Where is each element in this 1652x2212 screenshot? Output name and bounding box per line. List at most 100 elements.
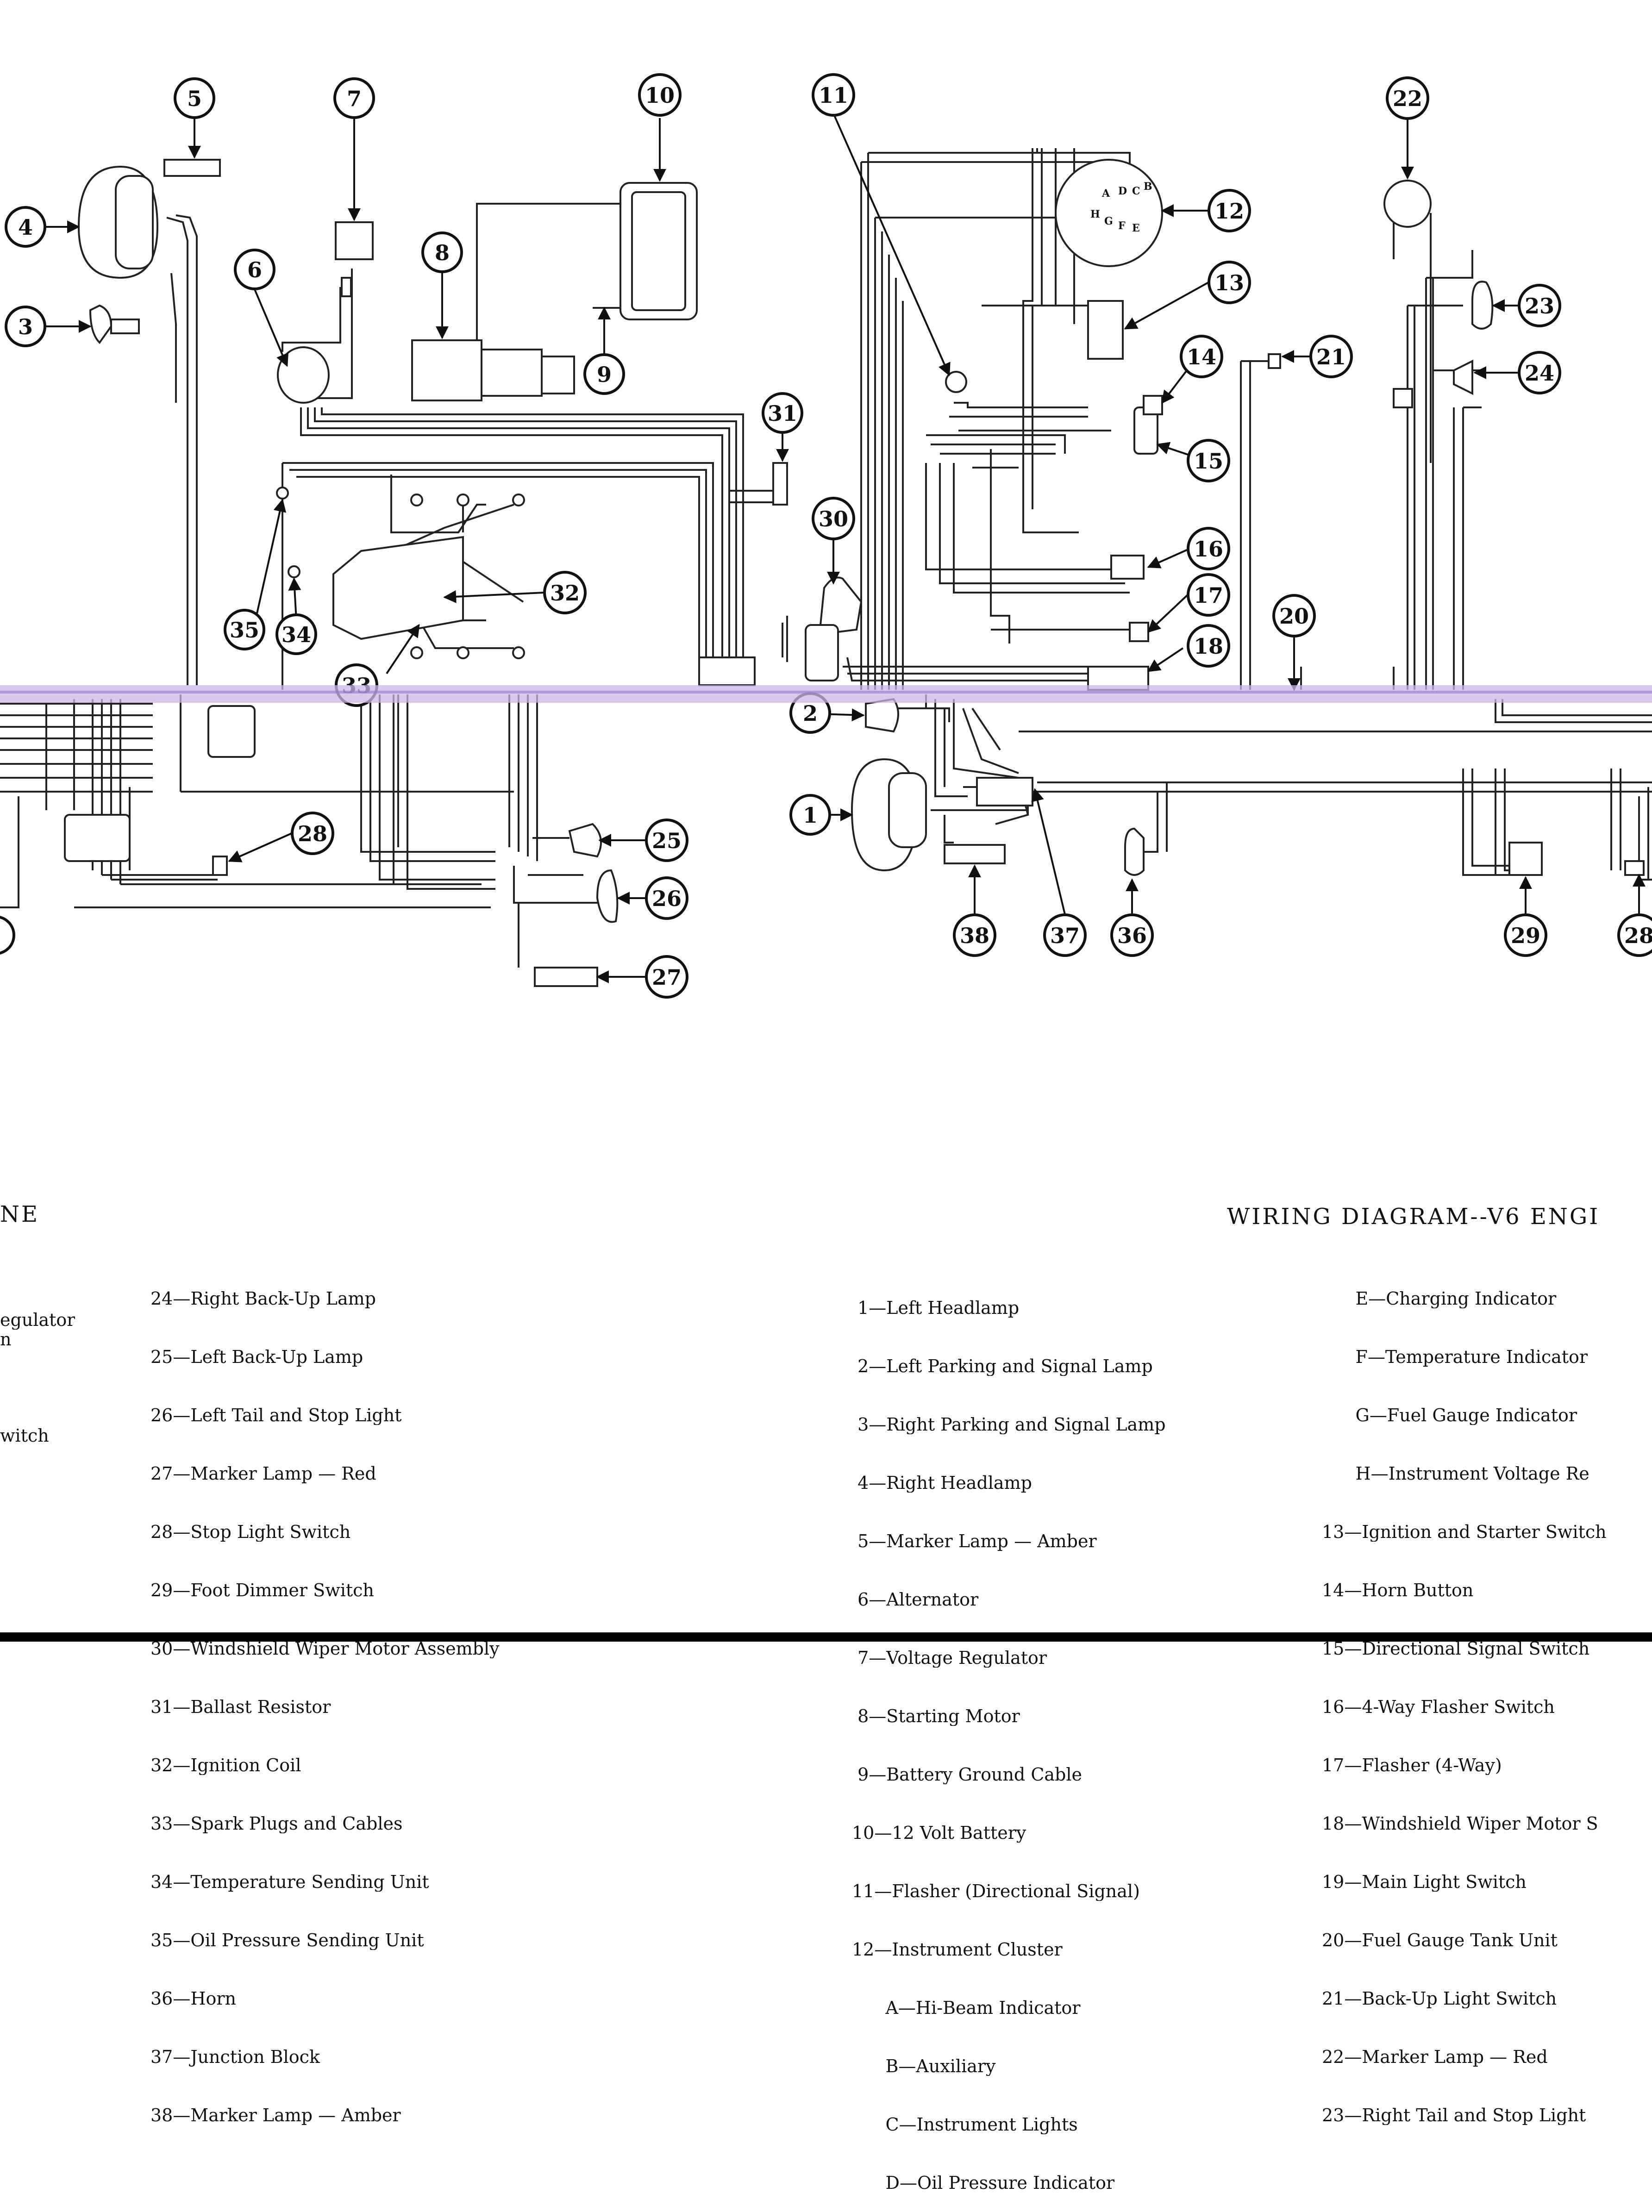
- legend-entry: 35—Oil Pressure Sending Unit: [150, 1931, 424, 1950]
- legend-entry: 13—Ignition and Starter Switch: [1322, 1522, 1607, 1542]
- legend-column-2: 24—Right Back-Up Lamp 25—Left Back-Up La…: [150, 1250, 590, 2144]
- legend-entry: B—Auxiliary: [852, 2056, 996, 2076]
- callout-27: 27: [652, 965, 682, 990]
- legend-entry: 18—Windshield Wiper Motor S: [1322, 1814, 1598, 1833]
- callout-21: 21: [1316, 344, 1346, 369]
- legend-entry: 11—Flasher (Directional Signal): [852, 1881, 1140, 1901]
- legend-entry: 7—Voltage Regulator: [852, 1648, 1047, 1668]
- callout-28-right: 28: [1624, 923, 1652, 948]
- callout-17: 17: [1194, 583, 1223, 608]
- cluster-letter-d: D: [1118, 185, 1127, 197]
- callout-31: 31: [768, 401, 797, 426]
- legend-entry: 14—Horn Button: [1322, 1581, 1474, 1600]
- legend-entry: E—Charging Indicator: [1322, 1289, 1557, 1308]
- heading-left-fragment: NE: [0, 1201, 40, 1227]
- callout-25: 25: [652, 828, 682, 853]
- callout-1: 1: [803, 803, 818, 828]
- legend-entry: 3—Right Parking and Signal Lamp: [852, 1415, 1166, 1434]
- legend-entry: 19—Main Light Switch: [1322, 1872, 1527, 1892]
- legend-entry: 5—Marker Lamp — Amber: [852, 1531, 1097, 1551]
- legend-entry: H—Instrument Voltage Re: [1322, 1464, 1589, 1483]
- legend-entry: 12—Instrument Cluster: [852, 1940, 1063, 1959]
- legend-entry: 25—Left Back-Up Lamp: [150, 1347, 363, 1367]
- callout-23: 23: [1525, 294, 1554, 319]
- legend-entry: 8—Starting Motor: [852, 1706, 1020, 1726]
- legend-fragment: witch: [0, 1426, 49, 1445]
- callout-6: 6: [247, 257, 262, 282]
- cluster-letter-g: G: [1104, 215, 1113, 227]
- legend-entry: 26—Left Tail and Stop Light: [150, 1406, 402, 1425]
- callout-20: 20: [1279, 604, 1309, 629]
- heading-wiring-diagram: WIRING DIAGRAM--V6 ENGI: [1227, 1204, 1600, 1230]
- callout-5: 5: [187, 86, 202, 111]
- callout-26: 26: [652, 886, 682, 911]
- legend-entry: 9—Battery Ground Cable: [852, 1765, 1083, 1784]
- callout-9: 9: [597, 362, 612, 387]
- legend-entry: 20—Fuel Gauge Tank Unit: [1322, 1931, 1558, 1950]
- legend-entry: F—Temperature Indicator: [1322, 1347, 1588, 1367]
- legend-left-fragments: egulator n witch: [0, 1310, 75, 1445]
- legend-entry: C—Instrument Lights: [852, 2115, 1078, 2134]
- legend-column-4: E—Charging Indicator F—Temperature Indic…: [1322, 1250, 1652, 2144]
- legend-entry: 33—Spark Plugs and Cables: [150, 1814, 403, 1833]
- cluster-letter-f: F: [1118, 220, 1126, 232]
- legend-entry: 27—Marker Lamp — Red: [150, 1464, 376, 1483]
- legend-entry: 37—Junction Block: [150, 2047, 320, 2067]
- legend-entry: 38—Marker Lamp — Amber: [150, 2106, 401, 2125]
- legend-entry: 6—Alternator: [852, 1590, 979, 1609]
- cluster-letter-b: B: [1144, 181, 1152, 193]
- legend-entry: 30—Windshield Wiper Motor Assembly: [150, 1639, 500, 1658]
- cluster-letter-h: H: [1090, 208, 1100, 220]
- callout-15: 15: [1194, 449, 1223, 474]
- legend-entry: 2—Left Parking and Signal Lamp: [852, 1356, 1153, 1376]
- callout-37: 37: [1050, 923, 1080, 948]
- legend-entry: 34—Temperature Sending Unit: [150, 1872, 429, 1892]
- legend-entry: 15—Directional Signal Switch: [1322, 1639, 1590, 1658]
- callout-24: 24: [1525, 361, 1554, 386]
- callout-22: 22: [1393, 86, 1422, 111]
- callout-14: 14: [1187, 344, 1216, 369]
- callout-30: 30: [819, 506, 848, 531]
- legend-entry: 31—Ballast Resistor: [150, 1697, 331, 1717]
- callout-3: 3: [18, 314, 33, 339]
- callout-29: 29: [1511, 923, 1540, 948]
- legend-entry: 10—12 Volt Battery: [852, 1823, 1026, 1843]
- legend-entry: 1—Left Headlamp: [852, 1298, 1020, 1318]
- callout-16: 16: [1194, 537, 1223, 562]
- legend-entry: 36—Horn: [150, 1989, 237, 2008]
- legend-entry: 4—Right Headlamp: [852, 1473, 1032, 1493]
- cluster-letter-a: A: [1101, 187, 1110, 200]
- legend-entry: D—Oil Pressure Indicator: [852, 2173, 1115, 2193]
- legend-fragment: n: [0, 1330, 12, 1349]
- callout-8: 8: [435, 240, 450, 265]
- legend-entry: 16—4-Way Flasher Switch: [1322, 1697, 1555, 1717]
- callout-32: 32: [550, 581, 580, 606]
- cluster-letter-e: E: [1132, 222, 1140, 234]
- legend-entry: G—Fuel Gauge Indicator: [1322, 1406, 1577, 1425]
- callout-13: 13: [1214, 270, 1244, 295]
- bottom-border: [0, 1632, 1652, 1642]
- legend-entry: A—Hi-Beam Indicator: [852, 1998, 1081, 2018]
- callout-7: 7: [347, 86, 362, 111]
- scan-artifact-band: [0, 685, 1652, 703]
- legend-entry: 28—Stop Light Switch: [150, 1522, 351, 1542]
- callout-4: 4: [18, 215, 33, 240]
- legend-column-3: 1—Left Headlamp 2—Left Parking and Signa…: [852, 1259, 1296, 2212]
- legend-entry: 24—Right Back-Up Lamp: [150, 1289, 376, 1308]
- callout-12: 12: [1214, 199, 1244, 224]
- legend-entry: 29—Foot Dimmer Switch: [150, 1581, 374, 1600]
- legend-entry: 22—Marker Lamp — Red: [1322, 2047, 1548, 2067]
- legend-entry: 17—Flasher (4-Way): [1322, 1756, 1502, 1775]
- callout-35: 35: [230, 618, 259, 643]
- legend-fragment: egulator: [0, 1310, 75, 1330]
- callout-11: 11: [819, 83, 848, 108]
- legend-entry: 21—Back-Up Light Switch: [1322, 1989, 1557, 2008]
- cluster-letter-c: C: [1132, 185, 1140, 197]
- callout-38: 38: [960, 923, 989, 948]
- callout-2: 2: [803, 701, 818, 726]
- wiring-diagram: A B C D E F G H: [0, 73, 1652, 999]
- callout-10: 10: [645, 83, 675, 108]
- callout-18: 18: [1194, 634, 1223, 659]
- callout-34: 34: [282, 622, 311, 647]
- callout-28: 28: [298, 821, 327, 846]
